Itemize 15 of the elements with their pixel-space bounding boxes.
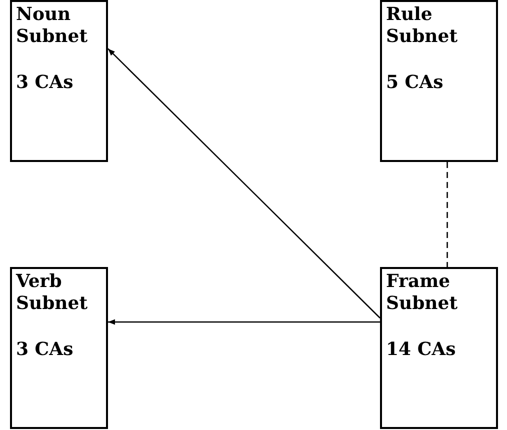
subnet-count: 3 CAs: [16, 339, 74, 361]
subnet-title: Verb Subnet: [16, 271, 89, 315]
subnet-title: Frame Subnet: [386, 271, 459, 315]
subnet-box: [380, 267, 498, 429]
connector-line: [446, 162, 448, 267]
arrow: [108, 319, 380, 325]
subnet-title: Rule Subnet: [386, 4, 459, 48]
arrow: [108, 48, 380, 318]
subnet-box: [10, 0, 108, 162]
subnet-count: 5 CAs: [386, 72, 444, 94]
subnet-box: [10, 267, 108, 429]
subnet-box: [380, 0, 498, 162]
subnet-count: 14 CAs: [386, 339, 456, 361]
subnet-count: 3 CAs: [16, 72, 74, 94]
subnet-title: Noun Subnet: [16, 4, 89, 48]
